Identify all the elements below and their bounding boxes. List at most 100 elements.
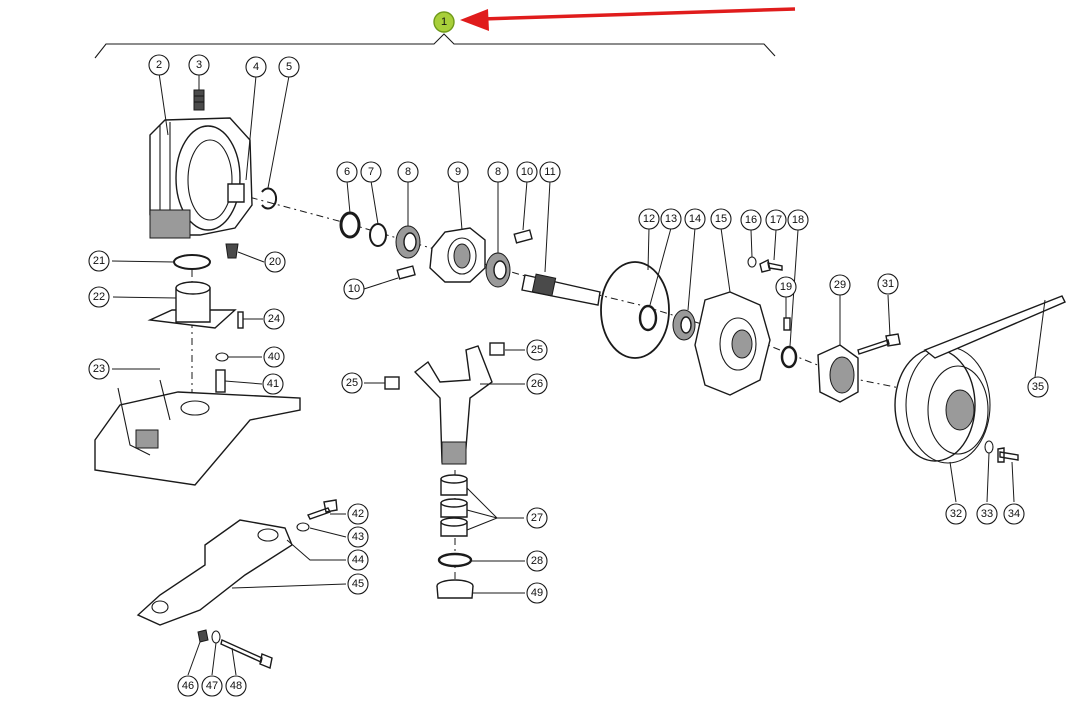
callout-circle — [526, 582, 548, 604]
washer-part-47 — [211, 630, 221, 644]
callout-48[interactable]: 48 — [225, 675, 247, 697]
callout-label: 24 — [268, 313, 280, 325]
callout-29[interactable]: 29 — [829, 274, 851, 296]
callout-12[interactable]: 12 — [638, 208, 660, 230]
callout-circle — [225, 675, 247, 697]
callout-7[interactable]: 7 — [360, 161, 382, 183]
callout-5[interactable]: 5 — [278, 56, 300, 78]
callout-32[interactable]: 32 — [945, 503, 967, 525]
callout-25[interactable]: 25 — [526, 339, 548, 361]
callout-6[interactable]: 6 — [336, 161, 358, 183]
callout-33[interactable]: 33 — [976, 503, 998, 525]
callout-label: 40 — [268, 351, 280, 363]
bearing-part-8-left — [396, 226, 420, 258]
callout-4[interactable]: 4 — [245, 56, 267, 78]
callout-circle — [487, 161, 509, 183]
callout-label: 43 — [352, 531, 364, 543]
callout-circle — [1003, 503, 1025, 525]
bolt-part-48 — [220, 639, 273, 669]
callout-14[interactable]: 14 — [684, 208, 706, 230]
callout-10[interactable]: 10 — [343, 278, 365, 300]
callout-13[interactable]: 13 — [660, 208, 682, 230]
ring-part-18 — [780, 345, 798, 369]
callout-19[interactable]: 19 — [775, 276, 797, 298]
callout-24[interactable]: 24 — [263, 308, 285, 330]
callout-circle — [201, 675, 223, 697]
callout-circle — [740, 209, 762, 231]
callout-49[interactable]: 49 — [526, 582, 548, 604]
nut-part-46 — [197, 629, 209, 643]
callout-8[interactable]: 8 — [487, 161, 509, 183]
bolt-part-17 — [759, 258, 783, 273]
callout-44[interactable]: 44 — [347, 549, 369, 571]
callout-35[interactable]: 35 — [1027, 376, 1049, 398]
callout-label: 33 — [981, 508, 993, 520]
callout-circle — [765, 209, 787, 231]
callout-label: 4 — [253, 61, 259, 73]
callout-16[interactable]: 16 — [740, 209, 762, 231]
callout-22[interactable]: 22 — [88, 286, 110, 308]
callout-label: 47 — [206, 680, 218, 692]
callout-label: 9 — [455, 166, 461, 178]
callout-10[interactable]: 10 — [516, 161, 538, 183]
callout-label: 28 — [531, 555, 543, 567]
callout-circle — [526, 550, 548, 572]
callout-1-highlighted[interactable]: 1 — [433, 11, 455, 33]
callout-34[interactable]: 34 — [1003, 503, 1025, 525]
callout-label: 8 — [495, 166, 501, 178]
hub-part-29 — [818, 345, 858, 402]
callout-21[interactable]: 21 — [88, 250, 110, 272]
callout-circle — [447, 161, 469, 183]
callout-circle — [88, 286, 110, 308]
callout-circle — [264, 251, 286, 273]
callout-45[interactable]: 45 — [347, 573, 369, 595]
callout-label: 10 — [348, 283, 360, 295]
callout-label: 34 — [1008, 508, 1020, 520]
callout-40[interactable]: 40 — [263, 346, 285, 368]
callout-9[interactable]: 9 — [447, 161, 469, 183]
callout-circle — [1027, 376, 1049, 398]
callout-42[interactable]: 42 — [347, 503, 369, 525]
callout-11[interactable]: 11 — [539, 161, 561, 183]
callout-18[interactable]: 18 — [787, 209, 809, 231]
callout-46[interactable]: 46 — [177, 675, 199, 697]
callout-43[interactable]: 43 — [347, 526, 369, 548]
callout-41[interactable]: 41 — [262, 373, 284, 395]
callout-31[interactable]: 31 — [877, 273, 899, 295]
frame-part-23 — [95, 380, 300, 485]
callout-label: 25 — [346, 377, 358, 389]
washer-part-33 — [984, 440, 994, 454]
callout-25[interactable]: 25 — [341, 372, 363, 394]
callout-label: 3 — [196, 59, 202, 71]
callout-47[interactable]: 47 — [201, 675, 223, 697]
assembly-bracket — [94, 33, 776, 59]
cup-part-49 — [437, 580, 473, 598]
callout-15[interactable]: 15 — [710, 208, 732, 230]
pin-part-10-lower — [396, 265, 416, 280]
callout-circle — [188, 54, 210, 76]
callout-20[interactable]: 20 — [264, 251, 286, 273]
callout-circle — [347, 526, 369, 548]
callout-23[interactable]: 23 — [88, 358, 110, 380]
yoke-part-26 — [415, 346, 492, 464]
callout-circle — [88, 358, 110, 380]
belt-part-35 — [923, 295, 1066, 359]
callout-3[interactable]: 3 — [188, 54, 210, 76]
callout-label: 48 — [230, 680, 242, 692]
callout-circle — [263, 308, 285, 330]
bearing-part-27 — [441, 475, 467, 536]
callout-17[interactable]: 17 — [765, 209, 787, 231]
callout-2[interactable]: 2 — [148, 54, 170, 76]
callout-27[interactable]: 27 — [526, 507, 548, 529]
callout-label: 21 — [93, 255, 105, 267]
circlip-part-5 — [261, 187, 278, 210]
callout-8[interactable]: 8 — [397, 161, 419, 183]
callout-28[interactable]: 28 — [526, 550, 548, 572]
callout-circle — [526, 507, 548, 529]
washer-part-40 — [215, 352, 229, 362]
callout-label: 5 — [286, 61, 292, 73]
callout-circle — [347, 573, 369, 595]
callout-26[interactable]: 26 — [526, 373, 548, 395]
callout-label: 13 — [665, 213, 677, 225]
